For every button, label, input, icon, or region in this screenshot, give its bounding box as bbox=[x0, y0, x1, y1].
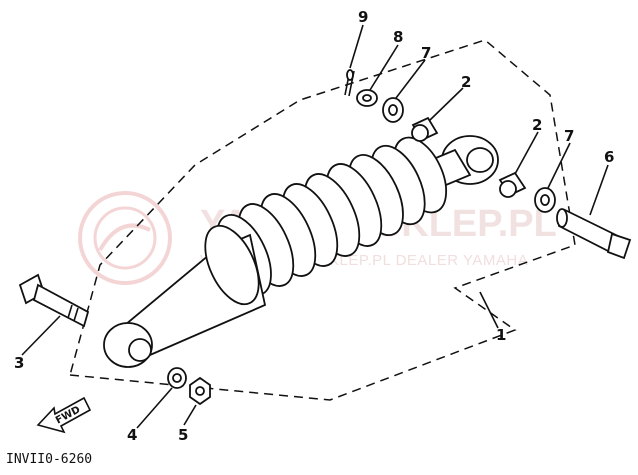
drawing-code: INVII0-6260 bbox=[6, 452, 92, 467]
fwd-arrow-icon: FWD bbox=[36, 396, 92, 434]
shock-absorber bbox=[103, 135, 499, 368]
watermark-logo bbox=[78, 191, 172, 285]
callout-2-lower: 2 bbox=[532, 116, 542, 134]
washer-7-lower bbox=[534, 187, 556, 213]
washer-7-upper bbox=[382, 97, 404, 123]
callouts: 9 8 7 2 2 7 6 1 3 4 5 bbox=[14, 8, 614, 444]
assembly-outline bbox=[69, 39, 576, 401]
callout-6: 6 bbox=[604, 148, 614, 166]
cotter-pin-9 bbox=[344, 69, 355, 97]
callout-4: 4 bbox=[127, 426, 137, 444]
leader-lines bbox=[21, 24, 609, 429]
callout-2-upper: 2 bbox=[461, 73, 471, 91]
callout-7-upper: 7 bbox=[421, 44, 431, 62]
callout-9: 9 bbox=[358, 8, 368, 26]
callout-3: 3 bbox=[14, 354, 24, 372]
nut-5 bbox=[189, 376, 211, 406]
pin-6 bbox=[556, 208, 632, 260]
callout-8: 8 bbox=[393, 28, 403, 46]
plate-washer-8 bbox=[356, 89, 378, 107]
callout-1: 1 bbox=[496, 326, 506, 344]
collar-2-lower bbox=[498, 171, 527, 198]
collar-2-upper bbox=[411, 116, 439, 142]
washer-4 bbox=[167, 367, 187, 389]
bolt-3 bbox=[18, 273, 90, 328]
callout-5: 5 bbox=[178, 426, 188, 444]
callout-7-lower: 7 bbox=[564, 127, 574, 145]
